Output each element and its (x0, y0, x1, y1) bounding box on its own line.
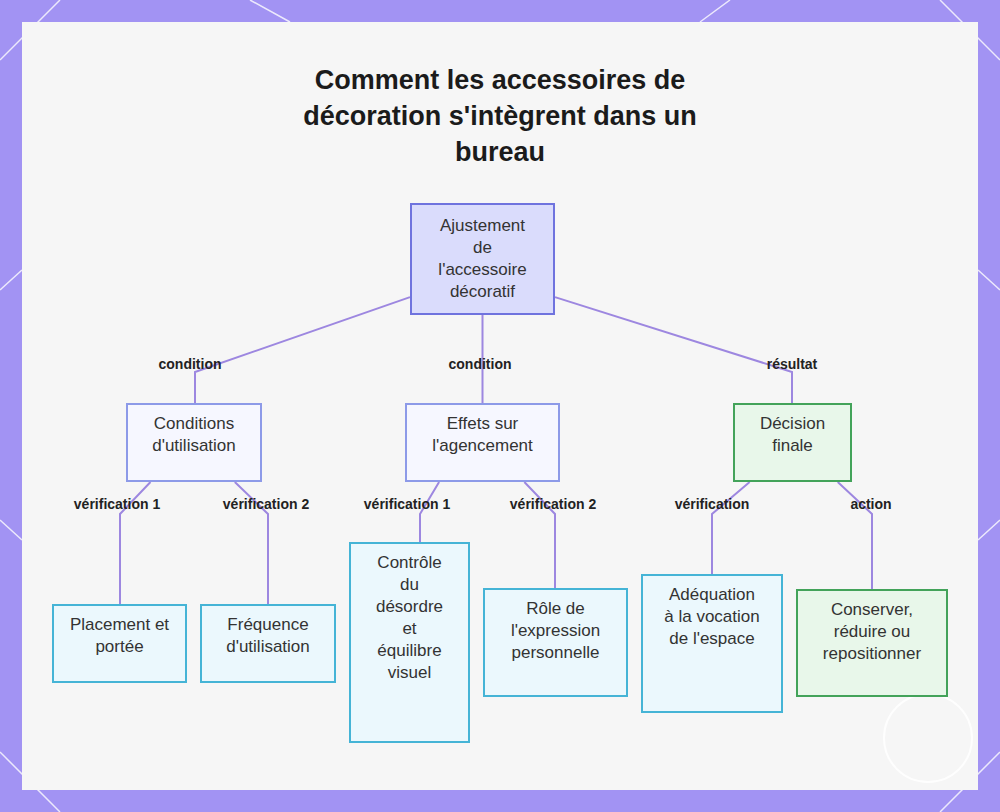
connector-line (712, 482, 750, 574)
check-box: Rôle de l'expression personnelle (483, 588, 628, 697)
edge-label: vérification 1 (364, 496, 450, 512)
node-text: Placement et portée (68, 614, 171, 658)
node-text: Décision finale (749, 413, 836, 457)
edge-label: résultat (767, 356, 818, 372)
node-text: Effets sur l'agencement (421, 413, 544, 457)
connector-line (195, 297, 410, 403)
edge-label: condition (449, 356, 512, 372)
edge-label: condition (159, 356, 222, 372)
node-text: Rôle de l'expression personnelle (499, 598, 612, 664)
check-box: Placement et portée (52, 604, 187, 683)
node-text: Adéquation à la vocation de l'espace (663, 584, 761, 650)
root-box: Ajustement de l'accessoire décoratif (410, 203, 555, 315)
decision-box: Décision finale (733, 403, 852, 482)
node-text: Contrôle du désordre et équilibre visuel (375, 552, 444, 684)
check-box: Fréquence d'utilisation (200, 604, 336, 683)
node-text: Ajustement de l'accessoire décoratif (430, 215, 535, 303)
edge-label: vérification 2 (510, 496, 596, 512)
edge-label: vérification (675, 496, 750, 512)
edge-label: action (850, 496, 891, 512)
diagram-title: Comment les accessoires de décoration s'… (255, 62, 745, 170)
check-box: Contrôle du désordre et équilibre visuel (349, 542, 470, 743)
action-box: Conserver, réduire ou repositionner (796, 589, 948, 697)
category-box: Effets sur l'agencement (405, 403, 560, 482)
connector-line (555, 297, 792, 403)
node-text: Conditions d'utilisation (142, 413, 246, 457)
edge-label: vérification 1 (74, 496, 160, 512)
logo-watermark (884, 694, 972, 782)
node-text: Conserver, réduire ou repositionner (812, 599, 932, 665)
connector-line (420, 482, 439, 542)
panel (22, 22, 978, 790)
category-box: Conditions d'utilisation (126, 403, 262, 482)
blurred-photo (22, 22, 978, 790)
node-text: Fréquence d'utilisation (216, 614, 320, 658)
check-box: Adéquation à la vocation de l'espace (641, 574, 783, 713)
edge-label: vérification 2 (223, 496, 309, 512)
